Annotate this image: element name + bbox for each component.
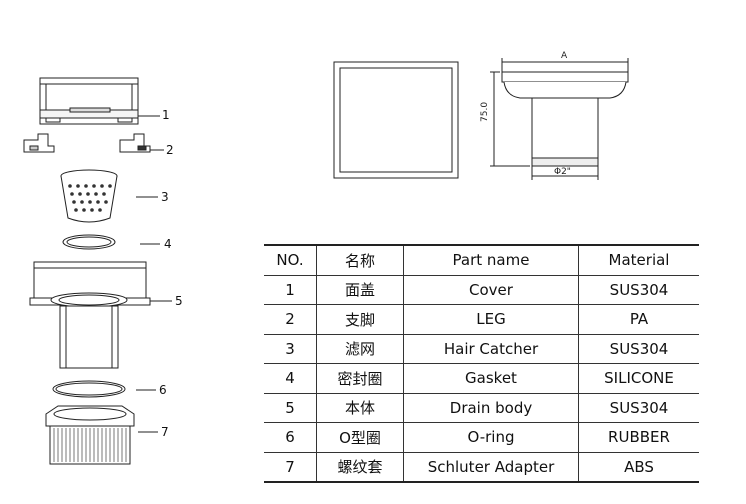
top-view	[333, 61, 459, 179]
cell-no: 5	[264, 393, 317, 423]
header-material: Material	[578, 244, 699, 276]
cell-no: 3	[264, 334, 317, 364]
table-row: 1 面盖 Cover SUS304	[264, 275, 699, 305]
part-cover	[39, 77, 139, 125]
table-row: 3 滤网 Hair Catcher SUS304	[264, 334, 699, 364]
cell-name-cn: 滤网	[316, 334, 404, 364]
cell-name-cn: 支脚	[316, 304, 404, 335]
cell-no: 4	[264, 363, 317, 394]
technical-views	[333, 58, 629, 180]
callout-7: 7	[161, 425, 169, 439]
cell-no: 6	[264, 422, 317, 453]
cell-material: SUS304	[578, 334, 699, 364]
cell-material: SUS304	[578, 393, 699, 423]
header-name-cn: 名称	[316, 244, 404, 276]
table-row: 5 本体 Drain body SUS304	[264, 393, 699, 423]
cell-name-cn: 面盖	[316, 275, 404, 305]
callout-5: 5	[175, 294, 183, 308]
table-row: 6 O型圈 O-ring RUBBER	[264, 422, 699, 453]
table-row: 2 支脚 LEG PA	[264, 304, 699, 335]
side-view	[490, 58, 629, 180]
dimension-height-label: 75.0	[480, 101, 490, 122]
cell-material: RUBBER	[578, 422, 699, 453]
cell-material: ABS	[578, 452, 699, 483]
part-o-ring	[52, 380, 126, 398]
cell-material: SILICONE	[578, 363, 699, 394]
table-header-row: NO. 名称 Part name Material	[264, 244, 699, 276]
cell-part-name: O-ring	[403, 422, 579, 453]
cell-name-cn: 螺纹套	[316, 452, 404, 483]
part-hair-catcher	[60, 169, 118, 223]
callout-1: 1	[162, 108, 170, 122]
cell-name-cn: 本体	[316, 393, 404, 423]
part-adapter	[45, 405, 135, 465]
table-row: 7 螺纹套 Schluter Adapter ABS	[264, 452, 699, 483]
dimension-width-label: A	[561, 51, 568, 61]
part-gasket	[62, 234, 116, 250]
cell-name-cn: 密封圈	[316, 363, 404, 394]
callout-3: 3	[161, 190, 169, 204]
cell-part-name: Drain body	[403, 393, 579, 423]
header-no: NO.	[264, 244, 317, 276]
callout-4: 4	[164, 237, 172, 251]
cell-material: SUS304	[578, 275, 699, 305]
exploded-view	[23, 77, 172, 465]
cell-name-cn: O型圈	[316, 422, 404, 453]
part-legs	[23, 133, 151, 153]
header-part-name: Part name	[403, 244, 579, 276]
callout-6: 6	[159, 383, 167, 397]
cell-part-name: Cover	[403, 275, 579, 305]
cell-no: 1	[264, 275, 317, 305]
cell-no: 2	[264, 304, 317, 335]
cell-part-name: Gasket	[403, 363, 579, 394]
cell-material: PA	[578, 304, 699, 335]
dimension-diameter-label: Φ2"	[554, 167, 571, 177]
cell-part-name: Hair Catcher	[403, 334, 579, 364]
part-drain-body	[29, 261, 151, 369]
cell-part-name: LEG	[403, 304, 579, 335]
cell-part-name: Schluter Adapter	[403, 452, 579, 483]
parts-table: NO. 名称 Part name Material 1 面盖 Cover SUS…	[264, 244, 699, 483]
cell-no: 7	[264, 452, 317, 483]
callout-2: 2	[166, 143, 174, 157]
table-row: 4 密封圈 Gasket SILICONE	[264, 363, 699, 394]
